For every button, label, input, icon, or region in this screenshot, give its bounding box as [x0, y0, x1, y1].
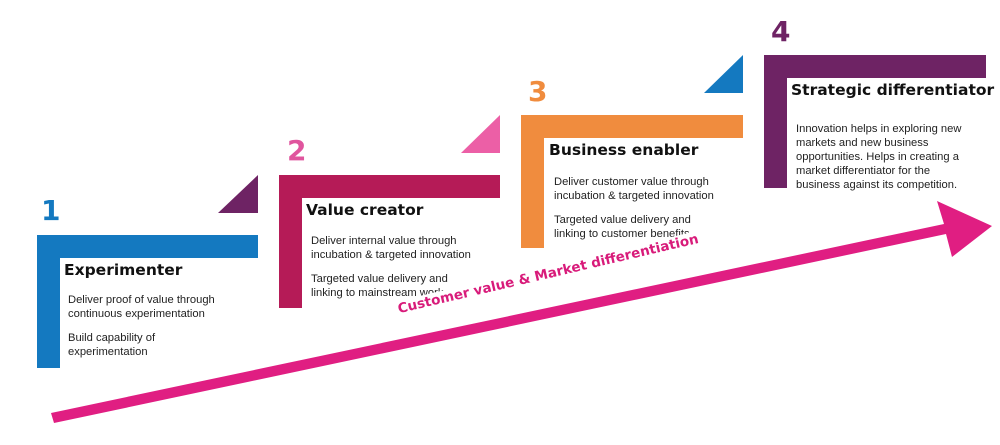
stage-2-title: Value creator: [306, 201, 424, 219]
stage-4-title: Strategic differentiator: [791, 81, 995, 99]
stage-1-bracket: [37, 235, 258, 368]
stage-2-description: Deliver internal value through incubatio…: [311, 234, 496, 310]
stage-4-description: Innovation helps in exploring new market…: [796, 122, 986, 202]
stage-4-bracket: [764, 55, 986, 188]
stage-2-paragraph-1: Deliver internal value through incubatio…: [311, 235, 471, 261]
stage-1-title: Experimenter: [64, 261, 183, 279]
stage-3-paragraph-1: Deliver customer value through incubatio…: [554, 176, 714, 202]
stage-1-paragraph-1: Deliver proof of value through continuou…: [68, 294, 215, 320]
stage-4-number: 4: [771, 15, 791, 48]
stage-3-bracket: [521, 115, 743, 248]
stage-3-paragraph-2: Targeted value delivery and linking to c…: [554, 214, 691, 240]
stage-4-paragraph-1: Innovation helps in exploring new market…: [796, 123, 962, 191]
stage-1-description: Deliver proof of value through continuou…: [68, 293, 248, 369]
stage-2-corner-triangle: [218, 175, 258, 213]
stage-1-paragraph-2: Build capability of experimentation: [68, 332, 156, 358]
stage-1-number: 1: [41, 194, 61, 227]
stage-3-number: 3: [528, 75, 548, 108]
trend-arrow: [51, 201, 992, 423]
stage-3-description: Deliver customer value through incubatio…: [554, 175, 739, 251]
stage-3-title: Business enabler: [549, 141, 699, 159]
stage-2-number: 2: [287, 134, 307, 167]
stage-3-corner-triangle: [461, 115, 500, 153]
stage-2-bracket: [279, 175, 500, 308]
stage-2-paragraph-2: Targeted value delivery and linking to m…: [311, 273, 448, 299]
stage-4-corner-triangle: [704, 55, 743, 93]
